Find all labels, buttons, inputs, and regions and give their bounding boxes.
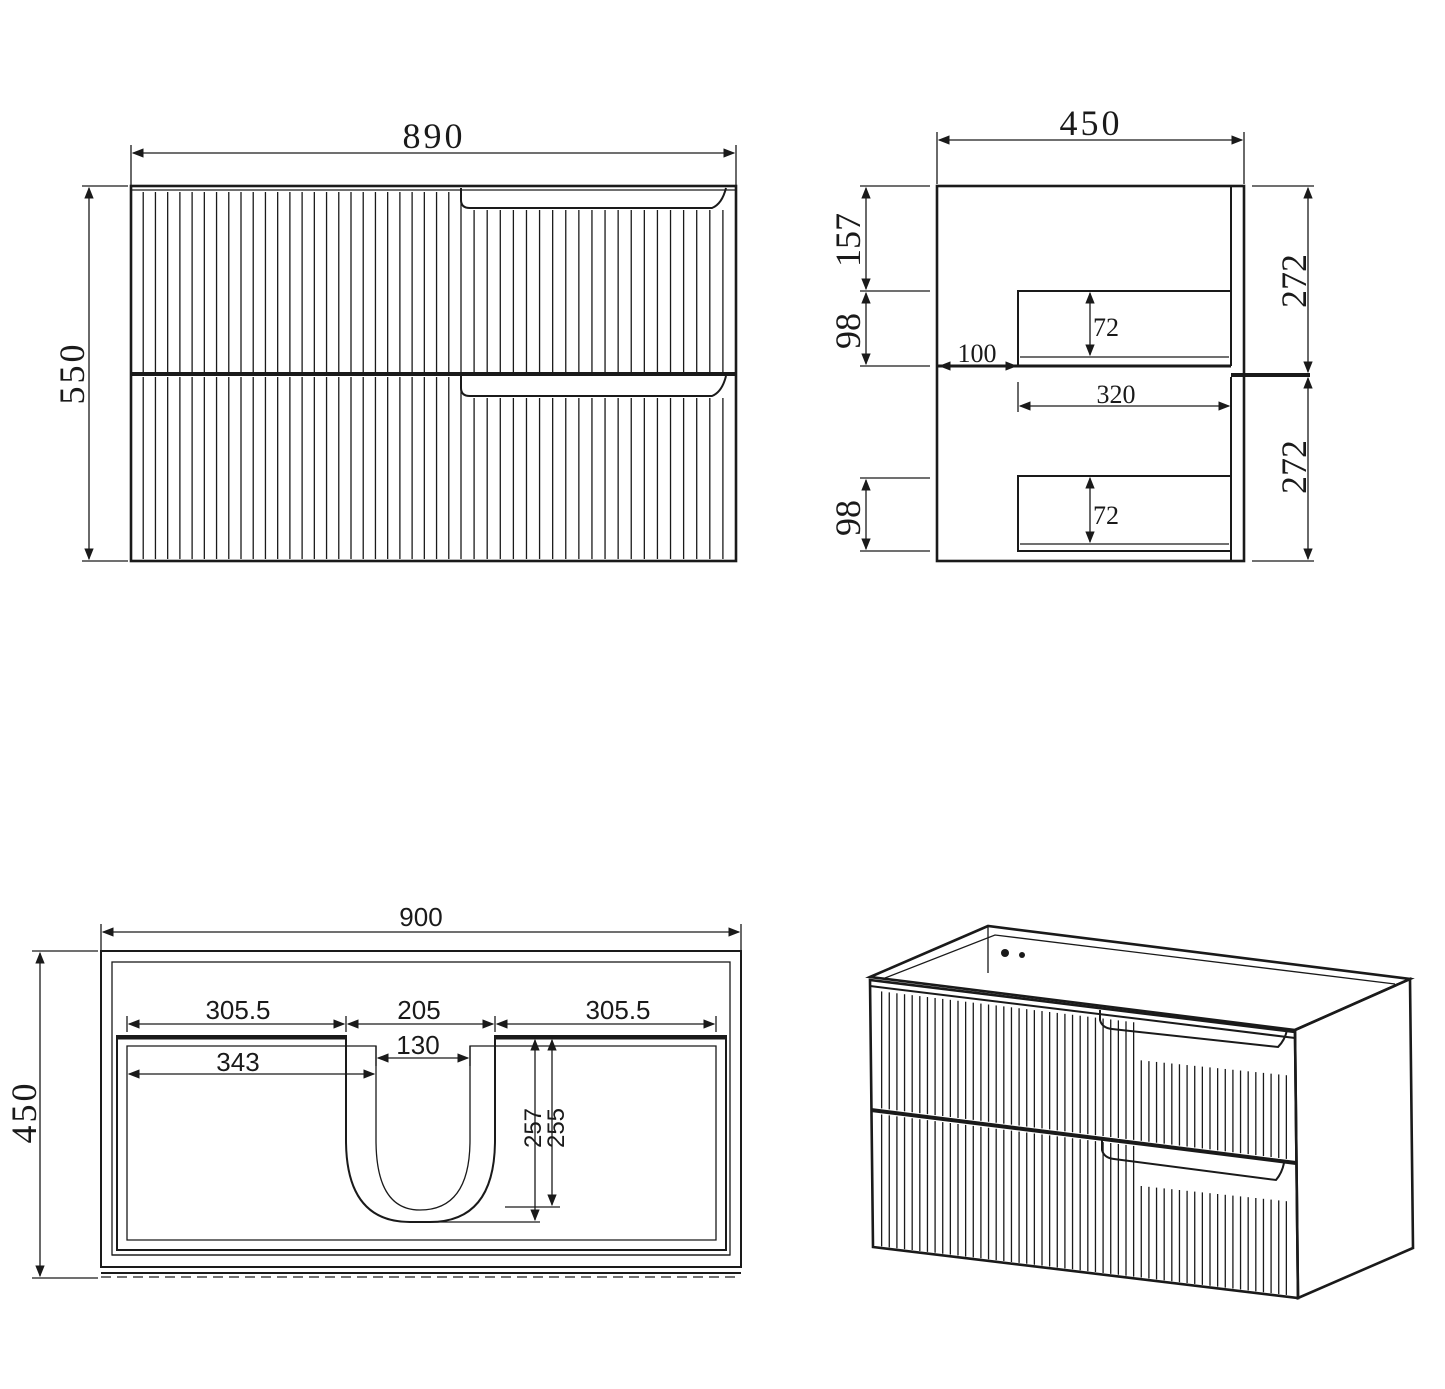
side-upper-drawer-box bbox=[1017, 290, 1231, 366]
top-cutout-depth-outer-label: 257 bbox=[520, 1108, 547, 1148]
side-upper-offset-label: 157 bbox=[828, 213, 868, 267]
top-cutout-depth-inner-label: 255 bbox=[543, 1108, 570, 1148]
side-width-label: 450 bbox=[1060, 103, 1123, 143]
side-lower-drawer-box bbox=[1017, 475, 1231, 552]
front-upper-handle bbox=[460, 187, 727, 209]
top-center-section-label: 205 bbox=[397, 995, 440, 1025]
front-height-label: 550 bbox=[52, 342, 92, 405]
top-drawer-outline bbox=[116, 1035, 727, 1251]
side-lower-height-label: 272 bbox=[1274, 440, 1314, 494]
iso-pipe-hole-1 bbox=[1001, 949, 1009, 957]
side-drawer-width-label: 320 bbox=[1097, 380, 1136, 409]
iso-lower-handle bbox=[1101, 1140, 1285, 1182]
top-outer-frame bbox=[100, 950, 742, 1268]
top-depth-label: 450 bbox=[4, 1081, 44, 1144]
iso-top-inner-rim bbox=[884, 934, 1396, 985]
side-lower-drawer-label: 98 bbox=[828, 500, 868, 536]
side-upper-height-label: 272 bbox=[1274, 254, 1314, 308]
iso-drawer-split bbox=[870, 1108, 1297, 1165]
top-left-section-label: 305.5 bbox=[205, 995, 270, 1025]
iso-top-edge bbox=[869, 985, 1296, 1039]
top-width-label: 900 bbox=[399, 902, 442, 932]
iso-pipe-hole-2 bbox=[1019, 952, 1025, 958]
iso-flutes bbox=[880, 991, 1288, 1295]
front-flutes bbox=[142, 192, 724, 559]
side-inner-depth-label: 100 bbox=[958, 339, 997, 368]
front-lower-handle bbox=[460, 375, 727, 397]
top-cutout-width-label: 130 bbox=[396, 1030, 439, 1060]
side-upper-inner-label: 72 bbox=[1093, 313, 1119, 342]
front-width-label: 890 bbox=[403, 116, 466, 156]
top-view: 900 450 305.5 205 305.5 130 bbox=[4, 902, 742, 1279]
top-drawer-inner-outline bbox=[126, 1045, 717, 1241]
front-view: 890 550 bbox=[52, 116, 738, 563]
top-right-section-label: 305.5 bbox=[585, 995, 650, 1025]
iso-upper-handle bbox=[1099, 1010, 1288, 1049]
iso-view bbox=[865, 924, 1415, 1300]
side-lower-inner-label: 72 bbox=[1093, 501, 1119, 530]
top-inner-left-label: 343 bbox=[216, 1047, 259, 1077]
iso-side-face bbox=[1293, 977, 1415, 1300]
side-view: 450 72 72 100 320 157 98 bbox=[828, 103, 1314, 563]
side-upper-drawer-label: 98 bbox=[828, 313, 868, 349]
iso-front-face bbox=[868, 978, 1300, 1300]
